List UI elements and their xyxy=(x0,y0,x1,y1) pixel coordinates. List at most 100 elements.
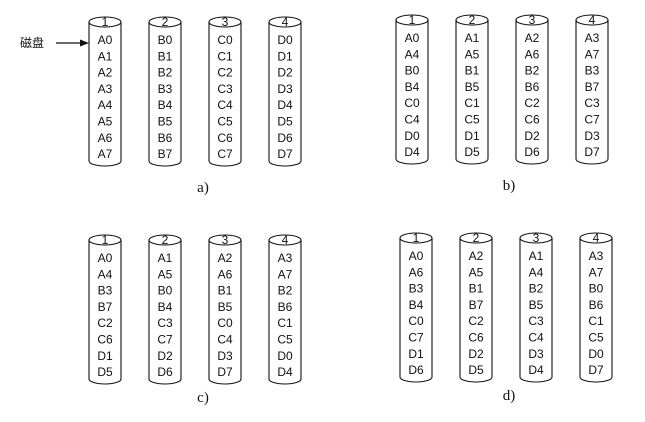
block-label: D4 xyxy=(277,365,293,379)
disk-number: 1 xyxy=(409,13,416,27)
block-label: B5 xyxy=(218,300,233,314)
block-label: C2 xyxy=(468,314,484,328)
block-label: A6 xyxy=(98,131,113,145)
cylinder-top xyxy=(519,232,553,244)
block-label: C3 xyxy=(584,96,600,110)
panel: 1A0A4B3B7C2C6D1D52A1A5B0B4C3C7D2D63A2A6B… xyxy=(88,233,302,406)
cylinder-body xyxy=(88,240,122,385)
block-label: A0 xyxy=(405,31,420,45)
cylinder-top xyxy=(515,14,549,26)
cylinder-body xyxy=(268,240,302,385)
block-label: D1 xyxy=(97,349,113,363)
panel-label: d) xyxy=(503,388,516,404)
block-label: D5 xyxy=(468,363,484,377)
block-label: D0 xyxy=(277,349,293,363)
block-label: C6 xyxy=(97,333,113,347)
block-label: C0 xyxy=(404,96,420,110)
block-label: D7 xyxy=(277,147,293,161)
block-label: B6 xyxy=(158,131,173,145)
block-label: A7 xyxy=(589,265,604,279)
block-label: C2 xyxy=(524,96,540,110)
block-label: C1 xyxy=(217,49,233,63)
block-label: A3 xyxy=(98,82,113,96)
block-label: A3 xyxy=(585,31,600,45)
block-label: B4 xyxy=(405,80,420,94)
cylinder-top xyxy=(268,16,302,28)
block-label: C4 xyxy=(217,333,233,347)
block-label: A4 xyxy=(405,47,420,61)
cylinder-top xyxy=(88,234,122,246)
block-label: B0 xyxy=(158,284,173,298)
block-label: A7 xyxy=(278,267,293,281)
disk-number: 3 xyxy=(533,231,540,245)
cylinder-top xyxy=(399,232,433,244)
cylinder-body xyxy=(208,22,242,167)
cylinder-body xyxy=(268,22,302,167)
disk-number: 1 xyxy=(413,231,420,245)
block-label: B5 xyxy=(529,298,544,312)
block-label: B1 xyxy=(218,284,233,298)
block-label: A2 xyxy=(218,251,233,265)
cylinder-body xyxy=(455,20,489,165)
panel: 1A0A4B0B4C0C4D0D42A1A5B1B5C1C5D1D53A2A6B… xyxy=(395,13,609,194)
block-label: D6 xyxy=(277,131,293,145)
block-label: C6 xyxy=(524,113,540,127)
block-label: A3 xyxy=(589,249,604,263)
block-label: C3 xyxy=(157,316,173,330)
block-label: A5 xyxy=(98,115,113,129)
block-label: D2 xyxy=(468,347,484,361)
panels-layer: 1A0A1A2A3A4A5A6A72B0B1B2B3B4B5B6B73C0C1C… xyxy=(88,13,613,406)
block-label: B6 xyxy=(525,80,540,94)
block-label: B1 xyxy=(465,64,480,78)
block-label: B3 xyxy=(98,284,113,298)
block-label: B4 xyxy=(158,300,173,314)
block-label: C2 xyxy=(217,66,233,80)
block-label: A2 xyxy=(98,66,113,80)
block-label: B4 xyxy=(158,98,173,112)
block-label: C5 xyxy=(464,113,480,127)
cylinder-body xyxy=(208,240,242,385)
block-label: C6 xyxy=(468,331,484,345)
panel-label: a) xyxy=(197,180,209,196)
block-label: C7 xyxy=(584,113,600,127)
block-label: A1 xyxy=(529,249,544,263)
block-label: A2 xyxy=(469,249,484,263)
arrow-head-icon xyxy=(80,39,89,47)
block-label: B3 xyxy=(585,64,600,78)
block-label: B1 xyxy=(469,282,484,296)
block-label: D1 xyxy=(408,347,424,361)
cylinder-body xyxy=(459,238,493,383)
block-label: A7 xyxy=(585,47,600,61)
block-label: C7 xyxy=(217,147,233,161)
disk-number: 3 xyxy=(222,15,229,29)
block-label: A4 xyxy=(529,265,544,279)
block-label: B3 xyxy=(409,282,424,296)
block-label: B6 xyxy=(589,298,604,312)
block-label: C4 xyxy=(528,331,544,345)
cylinder-top xyxy=(88,16,122,28)
block-label: B0 xyxy=(158,33,173,47)
block-label: D2 xyxy=(277,66,293,80)
block-label: B2 xyxy=(278,284,293,298)
block-label: A0 xyxy=(98,251,113,265)
block-label: B7 xyxy=(98,300,113,314)
block-label: A4 xyxy=(98,267,113,281)
block-label: D4 xyxy=(528,363,544,377)
block-label: D3 xyxy=(584,129,600,143)
disk-number: 3 xyxy=(222,233,229,247)
cylinder-body xyxy=(148,22,182,167)
block-label: D1 xyxy=(464,129,480,143)
block-label: A6 xyxy=(525,47,540,61)
cylinder-top xyxy=(459,232,493,244)
block-label: C7 xyxy=(157,333,173,347)
block-label: C3 xyxy=(217,82,233,96)
block-label: D0 xyxy=(588,347,604,361)
